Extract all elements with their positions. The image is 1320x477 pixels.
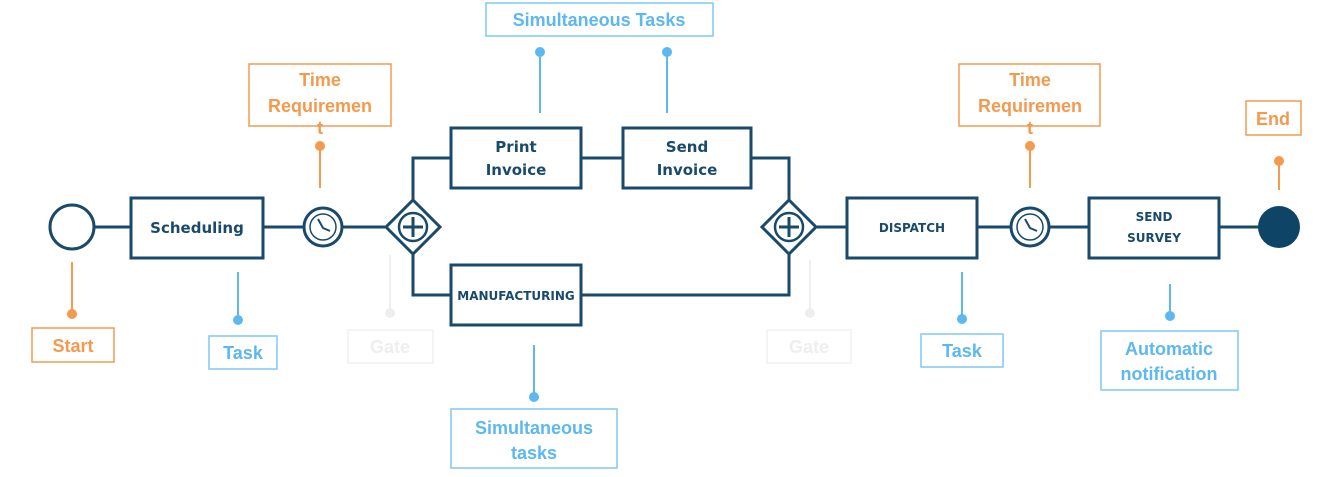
label-time-requirement-1-line3: t [317,118,323,138]
label-simultaneous-tasks-top: Simultaneous Tasks [513,10,686,30]
task-dispatch: DISPATCH [845,196,979,260]
label-task-2: Task [942,341,983,361]
label-gate-2: Gate [789,337,829,357]
callout-gate-1: Gate [347,255,434,364]
task-manufacturing: MANUFACTURING [449,263,583,327]
callout-simultaneous-tasks-top: Simultaneous Tasks [485,2,714,113]
task-scheduling: Scheduling [129,196,265,260]
callout-gate-2: Gate [766,260,852,364]
callout-start: Start [31,262,115,363]
label-gate-1: Gate [370,337,410,357]
task-send-survey-label-line1: SEND [1136,210,1173,224]
parallel-gateway-join [759,197,819,257]
label-simultaneous-tasks-bottom-line1: Simultaneous [475,418,593,438]
label-start: Start [52,336,93,356]
task-send-invoice-label-line2: Invoice [657,161,718,179]
task-send-invoice: Send Invoice [621,126,753,190]
connector-manufacturing-gate [581,254,791,297]
clock-icon [302,206,344,248]
task-scheduling-label: Scheduling [150,219,244,237]
task-print-invoice: Print Invoice [449,126,583,190]
end-event [1258,206,1300,248]
flow-connectors [95,156,1259,297]
task-dispatch-label: DISPATCH [879,221,945,235]
parallel-gateway-split [383,197,443,257]
start-event [48,203,96,251]
callout-task-2: Task [920,272,1004,368]
label-time-requirement-1-line2: Requiremen [268,96,372,116]
callout-automatic-notification: Automatic notification [1100,284,1239,391]
label-time-requirement-1-line1: Time [299,70,341,90]
task-print-invoice-label-line2: Invoice [486,161,547,179]
callout-time-requirement-2: Time Requiremen t [958,63,1101,188]
label-time-requirement-2-line2: Requiremen [978,96,1082,116]
callout-time-requirement-1: Time Requiremen t [248,63,392,188]
clock-icon [1009,206,1051,248]
label-automatic-notification-line2: notification [1121,364,1218,384]
label-time-requirement-2-line1: Time [1009,70,1051,90]
task-send-survey-label-line2: SURVEY [1127,231,1181,245]
task-send-survey: SEND SURVEY [1087,196,1221,260]
connector-send-gate [751,156,791,202]
callout-task-1: Task [208,272,278,370]
label-end: End [1256,109,1290,129]
connector-gate-print [411,156,451,202]
callout-simultaneous-tasks-bottom: Simultaneous tasks [450,345,618,469]
label-automatic-notification-line1: Automatic [1125,339,1213,359]
label-time-requirement-2-line3: t [1027,118,1033,138]
connector-gate-manufacturing [411,254,451,297]
task-print-invoice-label-line1: Print [495,138,536,156]
task-manufacturing-label: MANUFACTURING [457,289,574,303]
callout-end: End [1245,100,1302,190]
label-task-1: Task [223,343,264,363]
task-send-invoice-label-line1: Send [666,138,708,156]
label-simultaneous-tasks-bottom-line2: tasks [511,443,557,463]
